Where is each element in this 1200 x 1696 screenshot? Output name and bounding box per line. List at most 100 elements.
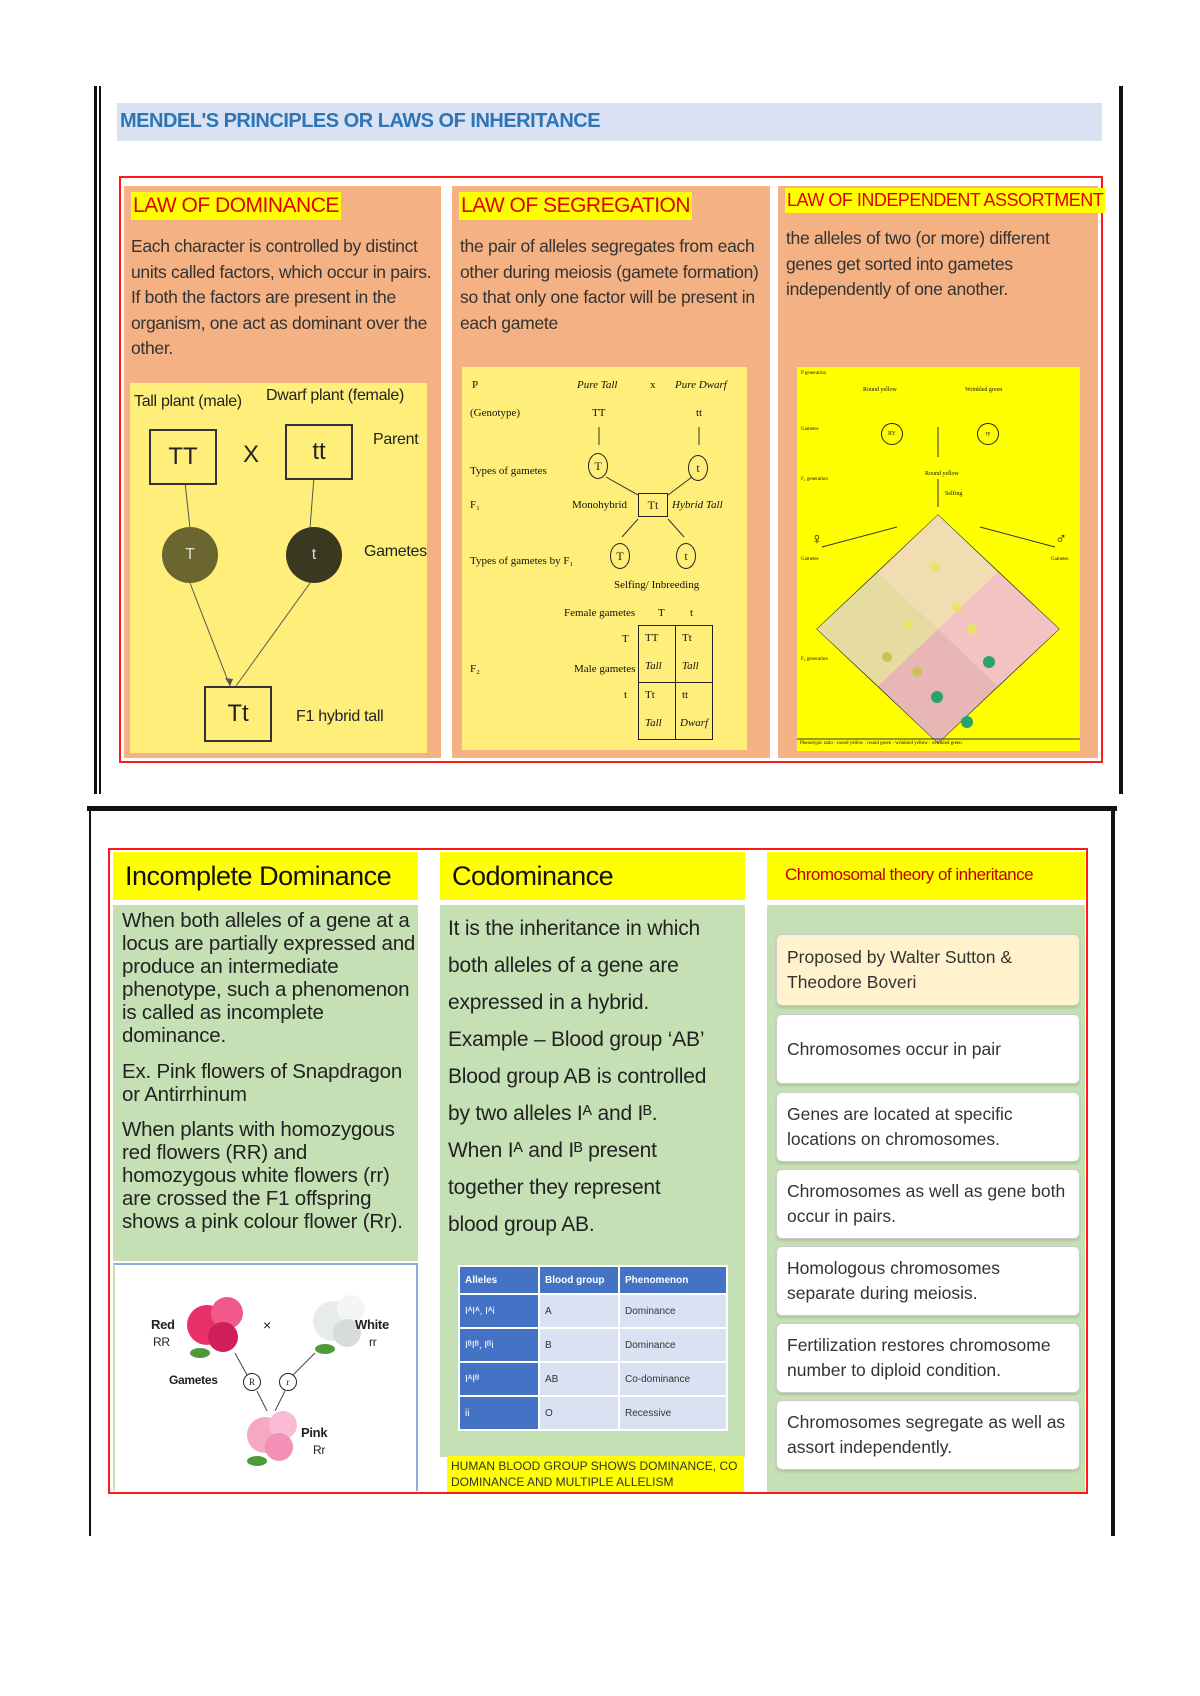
dwarf-plant-label: Dwarf plant (female) [266,387,405,404]
dominance-diagram: Tall plant (male) Dwarf plant (female) P… [130,383,427,753]
assort-female-symbol: ♀ [811,531,823,548]
punnett-cell-4-geno: tt [682,689,689,701]
punnett-cell-3-pheno: Tall [645,717,662,729]
table-header: Blood group [538,1265,620,1295]
seg-male-gametes: Male gametes [574,663,636,675]
seg-female-t: t [690,607,694,619]
left-border-line-inner [99,86,101,794]
table-header: Phenomenon [618,1265,728,1295]
cross-symbol-flowers: × [263,1317,271,1333]
table-cell: AB [538,1361,620,1397]
seg-gamete-T: T [588,453,608,479]
punnett-cell-1-geno: TT [645,632,659,644]
blood-group-footnote: HUMAN BLOOD GROUP SHOWS DOMINANCE, CO DO… [447,1456,744,1492]
punnett-cell-1-pheno: Tall [645,660,662,672]
table-row: IᴮIᴮ, Iᴮi B Dominance [458,1327,728,1363]
gametes-label: Gametes [364,543,427,560]
pink-label: Pink [301,1425,328,1440]
flower-gamete-r: r [279,1373,297,1391]
incomplete-p1: When both alleles of a gene at a locus a… [122,909,416,1047]
codominance-line: When Iᴬ and Iᴮ present [448,1139,657,1162]
seg-tt: tt [696,407,703,419]
flower-gametes-label: Gametes [169,1373,218,1387]
table-row: IᴬIᴬ, Iᴬi A Dominance [458,1293,728,1329]
chromosomal-point: Homologous chromosomes separate during m… [776,1246,1080,1316]
punnett-cell-1: TT Tall [638,625,676,683]
seg-pure-dwarf: Pure Dwarf [675,379,727,391]
table-header: Alleles [458,1265,540,1295]
codominance-line: together they represent [448,1176,661,1199]
panel2-top-border [87,806,1117,811]
chromosomal-point: Genes are located at specific locations … [776,1092,1080,1162]
punnett-cell-4: tt Dwarf [675,682,713,740]
table-cell: IᴬIᴮ [458,1361,540,1397]
seg-f1: F₁ [470,499,480,511]
seg-male-T: T [622,633,629,645]
panel2-right-border [1111,808,1115,1536]
table-header-row: Alleles Blood group Phenomenon [458,1265,728,1295]
punnett-cell-2-geno: Tt [682,632,692,644]
table-cell: O [538,1395,620,1431]
assortment-heading: LAW OF INDEPENDENT ASSORTMENT [785,188,1106,213]
assort-wrinkled-green: Wrinkled green [965,387,1003,393]
parent-tt-box: tt [285,424,353,480]
codominance-line: blood group AB. [448,1213,595,1236]
punnett-cell-3: Tt Tall [638,682,676,740]
seg-hybrid-tall: Hybrid Tall [672,499,723,511]
table-row: IᴬIᴮ AB Co-dominance [458,1361,728,1397]
seg-gamete-t: t [688,455,708,481]
assortment-punnett-svg [797,427,1080,744]
seg-genotype: (Genotype) [470,407,521,419]
assort-f1-generation: F₁ generation [801,477,828,482]
codominance-line: Example – Blood group ‘AB’ [448,1028,705,1051]
punnett-cell-2: Tt Tall [675,625,713,683]
red-label: Red [151,1317,175,1332]
title-bar: MENDEL'S PRINCIPLES OR LAWS OF INHERITAN… [117,103,1102,141]
seg-x: x [650,379,656,391]
incomplete-p2: Ex. Pink flowers of Snapdragon or Antirr… [122,1060,403,1106]
table-cell: IᴮIᴮ, Iᴮi [458,1327,540,1363]
white-label: White [355,1317,389,1332]
table-cell: IᴬIᴬ, Iᴬi [458,1293,540,1329]
codominance-heading: Codominance [440,852,745,900]
parent-TT-box: TT [149,429,217,485]
table-cell: Recessive [618,1395,728,1431]
codominance-line: by two alleles Iᴬ and Iᴮ. [448,1102,658,1125]
snapdragon-cross-diagram: Red RR × White rr Gametes R r Pink Rr [113,1263,418,1491]
chromosomal-point: Fertilization restores chromosome number… [776,1323,1080,1393]
chromosomal-point: Chromosomes segregate as well as assort … [776,1400,1080,1470]
assort-round-yellow-f1: Round yellow [925,471,959,477]
assort-round-yellow: Round yellow [863,387,897,393]
assort-male-symbol: ♂ [1055,531,1067,548]
parent-label: Parent [373,431,419,448]
table-row: ii O Recessive [458,1395,728,1431]
codominance-text: It is the inheritance in which both alle… [448,910,742,1243]
flower-illustrations [187,1295,365,1466]
cross-symbol: X [243,441,259,468]
dominance-text: Each character is controlled by distinct… [131,236,432,358]
blood-group-table: Alleles Blood group Phenomenon IᴬIᴬ, Iᴬi… [458,1265,728,1431]
table-cell: ii [458,1395,540,1431]
table-cell: A [538,1293,620,1329]
incomplete-heading: Incomplete Dominance [113,852,418,900]
seg-male-t: t [624,689,628,701]
seg-f1-gamete-t: t [676,543,696,569]
assort-gamete-RY: RY [881,423,903,445]
page-title: MENDEL'S PRINCIPLES OR LAWS OF INHERITAN… [120,110,601,132]
dominance-heading: LAW OF DOMINANCE [131,192,341,220]
assort-f2-generation: F₂ generation [801,657,828,662]
hybrid-tall-label: F1 hybrid tall [296,708,384,725]
punnett-cell-2-pheno: Tall [682,660,699,672]
table-cell: Dominance [618,1293,728,1329]
assortment-text: the alleles of two (or more) different g… [786,228,1050,299]
seg-female-gametes: Female gametes [564,607,636,619]
seg-types-gametes: Types of gametes [470,465,547,477]
right-border-line [1119,86,1123,794]
segregation-text: the pair of alleles segregates from each… [460,236,759,333]
assort-gametes-female: Gametes [801,557,819,562]
assort-p-generation: P generation [801,371,826,376]
table-cell: Dominance [618,1327,728,1363]
incomplete-text-panel [113,905,418,1261]
seg-f2: F₂ [470,663,480,675]
seg-p-label: P [472,379,479,391]
